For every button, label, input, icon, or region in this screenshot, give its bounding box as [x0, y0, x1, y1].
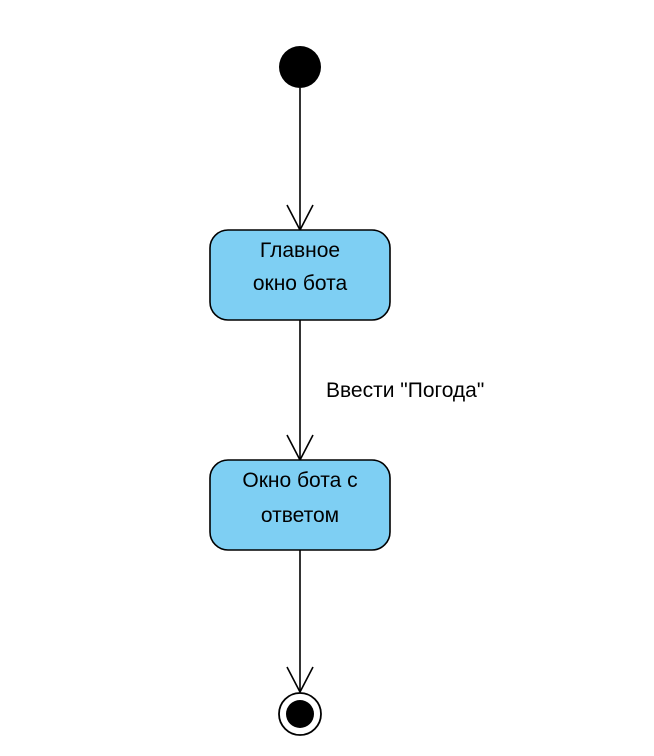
state-label-line-2: окно бота: [253, 272, 348, 295]
state-label-line-2: ответом: [261, 504, 339, 527]
state-label-line-1: Главное: [260, 239, 340, 262]
start-node-icon: [279, 46, 321, 88]
transition-main-to-answer: Ввести "Погода": [286, 320, 484, 462]
state-label-line-1: Окно бота с: [242, 469, 357, 492]
transition-label: Ввести "Погода": [326, 379, 484, 402]
transition-answer-to-end: [286, 550, 314, 694]
end-node-inner-dot: [286, 700, 314, 728]
transition-start-to-main: [286, 88, 314, 232]
end-node-icon: [278, 692, 322, 736]
state-answer-window: Окно бота с ответом: [209, 459, 391, 551]
arrowhead-icon: [286, 666, 314, 694]
state-main-window: Главное окно бота: [209, 229, 391, 321]
